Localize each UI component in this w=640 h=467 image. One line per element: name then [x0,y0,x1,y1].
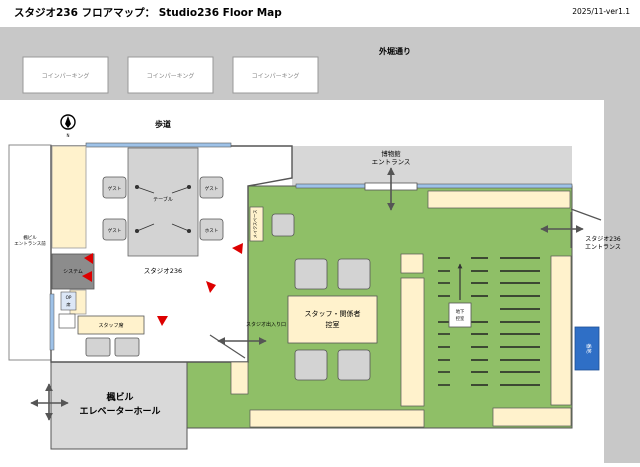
op-seat [60,291,77,311]
stairs [438,257,540,386]
cream-counter [550,255,572,406]
parking-lot: コインパーキング [232,56,319,94]
basement-room [448,302,472,328]
gray-seat [294,258,328,290]
guest-seat [199,176,224,199]
cream-counter [400,253,424,274]
host-seat [199,218,224,241]
studio-exit-label: スタジオ出入り口 [246,321,286,328]
museum-window [295,183,366,189]
studio-door [209,334,246,359]
parking-lot: コインパーキング [127,56,214,94]
studio-left-window [49,293,55,351]
elevator-hall-label: エレベーターホール [79,405,160,417]
staff-desk [77,315,145,335]
makeup-label: メイクスペース [253,210,259,239]
sidewalk-label: 歩道 [155,119,171,129]
gray-seat [294,349,328,381]
parking-label: コインパーキング [147,72,195,80]
gray-seat [337,349,371,381]
basement-room-label: 控室 [456,315,465,322]
address-sign-label: 番地 [585,343,592,353]
op-label: OP [66,295,72,300]
studio-window [85,142,232,148]
kaede-entrance-label: 楓ビル [23,234,37,241]
staff-room-label: 控室 [326,320,340,329]
basement-room-label: 地下 [456,308,465,315]
studio236-entrance-label: エントランス [585,244,621,251]
staff-chair [114,337,140,357]
small-box [58,313,76,329]
kaede-entrance-label: エントランス前 [14,240,46,247]
makeup-space [249,206,264,242]
studio-table [127,147,199,257]
elevator-hall [50,361,188,450]
guest-seat [102,176,127,199]
museum-entrance-label: エントランス [372,158,411,166]
version-label: 2025/11-ver1.1 [572,7,630,16]
studio236-entrance-door [570,208,602,221]
right-edge-strip [604,100,640,463]
guest-seat [102,218,127,241]
museum-entrance-label: 博物館 [381,149,401,158]
cream-counter [400,277,425,407]
seat-label: ホスト [205,228,219,234]
street-name: 外堀通り [379,46,411,56]
address-sign [574,326,600,371]
system-label: システム [63,269,83,275]
staff-room [287,295,378,344]
seat-label: ゲスト [108,227,122,234]
staff-room-label: スタッフ・関係者 [305,309,361,318]
parking-label: コインパーキング [42,72,90,80]
microphone-icon [134,184,192,234]
cream-counter [230,361,249,395]
op-label: 席 [66,301,70,308]
parking-lot: コインパーキング [22,56,109,94]
gray-seat [271,213,295,237]
staff-chair [85,337,111,357]
staff-desk-label: スタッフ席 [98,322,123,329]
seat-label: ゲスト [108,185,122,192]
camera-marker-icon [82,243,243,326]
compass-label: N [67,133,70,138]
parking-label: コインパーキング [252,72,300,80]
kaede-entrance-area [8,144,52,361]
gray-seat [337,258,371,290]
museum-window [416,183,573,189]
studio236-entrance-label: スタジオ236 [585,235,621,243]
studio-name: スタジオ236 [144,266,182,275]
museum-gray-area [292,146,572,188]
cream-counter [249,409,425,428]
cream-counter [492,407,572,427]
compass-icon: N [60,114,76,138]
corridor-left [51,145,87,249]
table-label: テーブル [153,196,173,203]
seat-label: ゲスト [205,185,219,192]
cream-counter [427,190,571,209]
elevator-hall-label: 楓ビル [106,391,133,403]
map-title: スタジオ236 フロアマップ： Studio236 Floor Map [14,6,282,19]
